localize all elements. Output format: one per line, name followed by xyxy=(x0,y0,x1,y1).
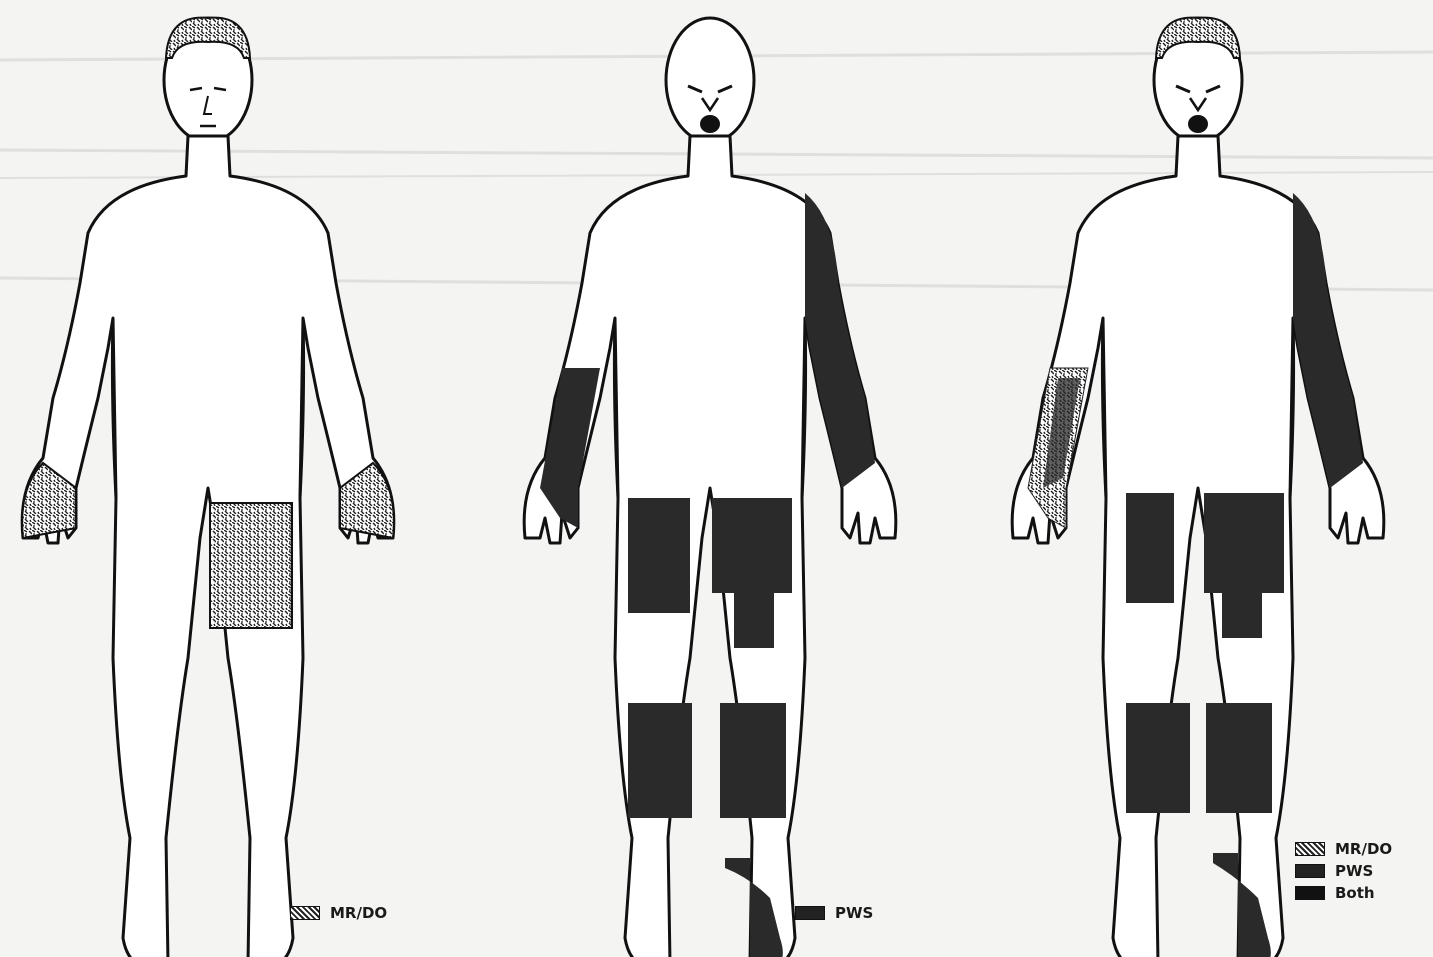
legend-item-both: Both xyxy=(1295,882,1392,904)
figure-pws xyxy=(524,18,896,957)
figure-mrdo xyxy=(22,18,394,957)
left-shin-region xyxy=(628,703,692,818)
left-shin-region xyxy=(1126,703,1190,813)
right-thigh-region xyxy=(1204,493,1284,593)
legend-label: PWS xyxy=(835,904,873,922)
legend-label: PWS xyxy=(1335,862,1373,880)
thigh-region xyxy=(210,503,292,628)
left-thigh-region xyxy=(1126,493,1174,603)
legend-swatch-pws xyxy=(795,906,825,920)
legend-figure-3: MR/DO PWS Both xyxy=(1295,838,1392,904)
right-thigh-region xyxy=(712,498,792,593)
legend-item-pws: PWS xyxy=(1295,860,1392,882)
legend-figure-1: MR/DO xyxy=(290,902,387,924)
legend-label: MR/DO xyxy=(1335,840,1392,858)
right-arm-region xyxy=(1293,193,1363,488)
legend-swatch-mrdo xyxy=(1295,842,1325,856)
legend-swatch-pws xyxy=(1295,864,1325,878)
legend-figure-2: PWS xyxy=(795,902,873,924)
right-shin-region xyxy=(1206,703,1272,813)
legend-swatch-mrdo xyxy=(290,906,320,920)
legend-swatch-both xyxy=(1295,886,1325,900)
legend-label: MR/DO xyxy=(330,904,387,922)
right-arm-region xyxy=(805,193,875,488)
legend-item-mrdo: MR/DO xyxy=(1295,838,1392,860)
legend-item-pws: PWS xyxy=(795,902,873,924)
legend-item-mrdo: MR/DO xyxy=(290,902,387,924)
right-shin-region xyxy=(720,703,786,818)
left-thigh-region xyxy=(628,498,690,613)
legend-label: Both xyxy=(1335,884,1375,902)
